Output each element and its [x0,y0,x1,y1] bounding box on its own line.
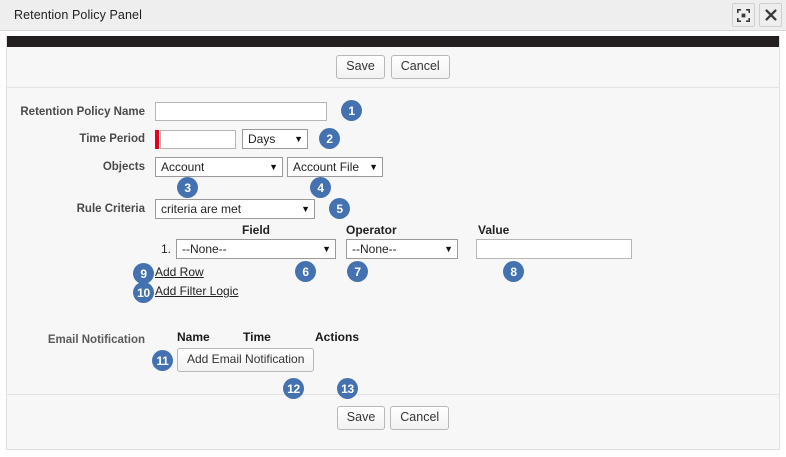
window-controls [732,3,782,27]
required-marker [155,129,159,149]
column-header-value: Value [478,223,510,237]
criteria-value-input[interactable] [476,239,632,259]
save-button-bottom[interactable]: Save [336,406,386,430]
cancel-button-top[interactable]: Cancel [390,55,450,79]
criteria-field-select[interactable]: --None-- ▼ [176,239,336,259]
chevron-down-icon: ▼ [294,134,303,144]
panel-header-bar [7,36,779,47]
add-filter-logic-link[interactable]: Add Filter Logic [155,284,239,298]
badge-1: 1 [341,100,362,121]
top-action-bar: Save Cancel [7,47,779,88]
criteria-row: 1. --None-- ▼ --None-- ▼ 6 7 8 [155,239,632,282]
badge-9: 9 [133,263,154,284]
column-header-time: Time [243,330,271,344]
time-period-unit-select[interactable]: Days ▼ [242,129,308,149]
column-header-operator: Operator [346,223,397,237]
badge-2: 2 [319,128,340,149]
window-title: Retention Policy Panel [14,8,142,22]
badge-11: 11 [152,350,173,371]
close-icon[interactable] [759,3,782,27]
badge-7: 7 [347,261,368,282]
objects-file-value: Account File [293,160,360,174]
chevron-down-icon: ▼ [369,162,378,172]
column-header-field: Field [241,223,270,237]
badge-12: 12 [283,378,304,399]
add-email-notification-button[interactable]: Add Email Notification [177,348,315,372]
criteria-column-headers: Field Operator Value [155,223,632,237]
chevron-down-icon: ▼ [322,244,331,254]
time-period-label: Time Period [79,133,145,145]
badge-13: 13 [337,378,358,399]
badge-3: 3 [177,177,198,198]
criteria-row-number: 1. [160,242,171,256]
field-row-rule-criteria: Rule Criteria criteria are met ▼ 5 Field… [7,198,779,303]
field-row-email-notification: Email Notification Name Time Actions 11 … [7,330,779,372]
policy-form: Retention Policy Name 1 Time Period Days… [7,88,779,394]
column-header-actions: Actions [315,330,360,344]
chevron-down-icon: ▼ [444,244,453,254]
policy-panel: Save Cancel Retention Policy Name 1 Time… [6,36,780,450]
field-row-time-period: Time Period Days ▼ 2 [7,128,779,149]
retention-policy-name-input[interactable] [155,102,327,121]
objects-object-value: Account [161,160,205,174]
email-notification-columns: Name Time Actions [155,330,395,344]
objects-label: Objects [102,161,145,173]
save-button-top[interactable]: Save [336,55,385,79]
expand-icon[interactable] [732,3,755,27]
objects-file-select[interactable]: Account File ▼ [287,157,383,177]
chevron-down-icon: ▼ [269,162,278,172]
footer-action-bar: 12 13 Save Cancel [7,378,779,441]
criteria-field-value: --None-- [182,242,227,256]
objects-object-select[interactable]: Account ▼ [155,157,283,177]
criteria-operator-select[interactable]: --None-- ▼ [346,239,458,259]
time-period-unit-value: Days [248,132,276,146]
window-titlebar: Retention Policy Panel [0,0,786,31]
badge-5: 5 [329,198,350,219]
rule-criteria-select[interactable]: criteria are met ▼ [155,199,315,219]
badge-10: 10 [133,282,154,303]
email-notification-label: Email Notification [47,334,145,346]
retention-policy-name-label: Retention Policy Name [20,106,145,118]
field-row-objects: Objects Account ▼ Account File ▼ 3 4 [7,157,779,198]
badge-4: 4 [310,177,331,198]
criteria-operator-value: --None-- [352,242,397,256]
time-period-input[interactable] [160,129,236,149]
badge-6: 6 [295,261,316,282]
chevron-down-icon: ▼ [301,204,310,214]
badge-8: 8 [503,261,524,282]
cancel-button-bottom[interactable]: Cancel [390,406,450,430]
add-row-link[interactable]: Add Row [155,265,204,279]
column-header-name: Name [177,330,210,344]
field-row-retention-policy-name: Retention Policy Name 1 [7,100,779,121]
rule-criteria-label: Rule Criteria [76,203,145,215]
rule-criteria-value: criteria are met [161,202,242,216]
